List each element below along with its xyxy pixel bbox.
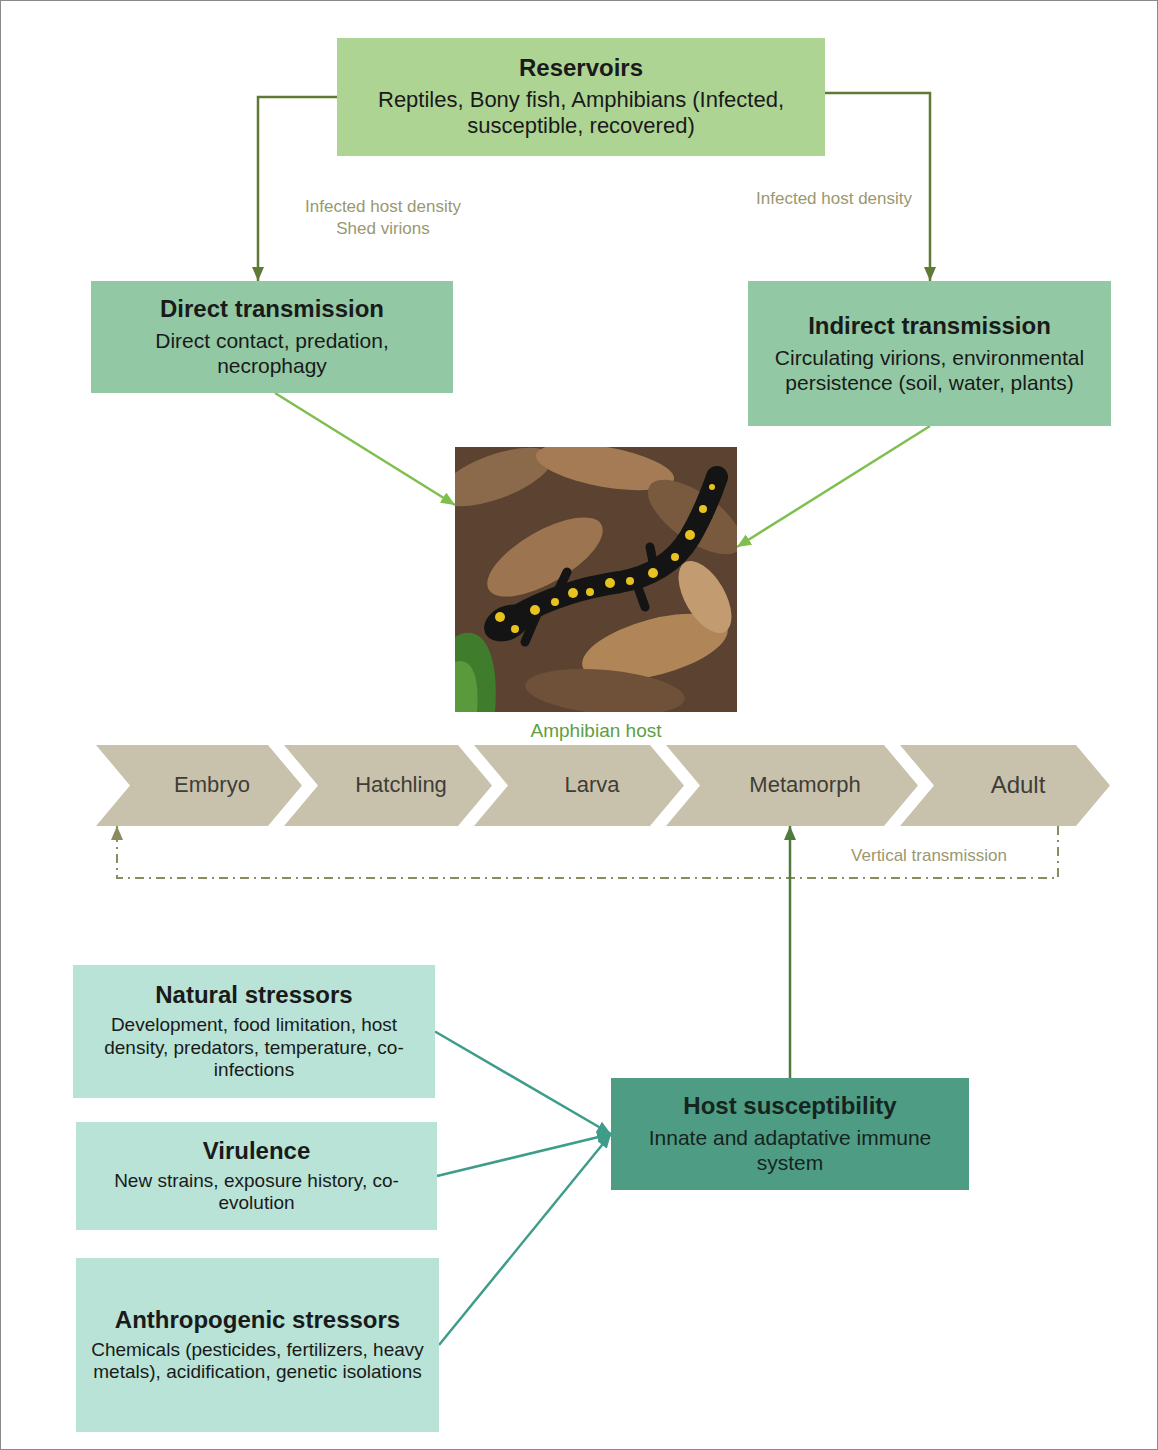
box-body: New strains, exposure history, co-evolut… [88, 1170, 425, 1216]
box-body: Reptiles, Bony fish, Amphibians (Infecte… [367, 87, 795, 140]
arrow-connector [435, 1032, 611, 1135]
box-heading: Anthropogenic stressors [115, 1306, 400, 1335]
stage-label: Larva [538, 772, 619, 798]
arrow-connector [439, 1134, 611, 1345]
dry-leaf [523, 663, 686, 712]
box-heading: Host susceptibility [683, 1092, 896, 1121]
life-stage-chevron: Embryo [96, 745, 302, 826]
edge-label: Vertical transmission [848, 845, 1010, 867]
box-body: Circulating virions, environmental persi… [762, 345, 1097, 395]
arrow-connector [258, 97, 337, 281]
edge-label: Infected host density [753, 188, 915, 210]
box-body: Innate and adaptative immune system [625, 1125, 955, 1175]
salamander-spots [495, 484, 715, 633]
life-stage-chevron: Hatchling [284, 745, 492, 826]
box-body: Direct contact, predation, necrophagy [105, 328, 439, 378]
stage-label: Metamorph [723, 772, 860, 798]
chevron-fill [474, 745, 684, 826]
box-heading: Natural stressors [155, 981, 352, 1010]
stage-label: Embryo [148, 772, 250, 798]
box-body: Development, food limitation, host densi… [85, 1014, 423, 1082]
life-stage-chevron: Metamorph [666, 745, 918, 826]
stressor-box: VirulenceNew strains, exposure history, … [76, 1122, 437, 1230]
green-leaf [455, 661, 478, 712]
life-stage-chevron: Larva [474, 745, 684, 826]
chevron-fill [900, 745, 1110, 826]
stage-label: Hatchling [329, 772, 447, 798]
salamander-legs [525, 547, 655, 642]
salamander-body [515, 477, 717, 617]
salamander-photo [455, 447, 737, 712]
arrow-connector [737, 426, 930, 547]
chevron-fill [284, 745, 492, 826]
box-heading: Indirect transmission [808, 312, 1051, 341]
arrow-connector [789, 826, 792, 1078]
host-label: Amphibian host [531, 720, 662, 743]
box-heading: Virulence [203, 1137, 311, 1166]
edge-label: Infected host density Shed virions [280, 196, 486, 240]
arrow-connector [437, 1134, 611, 1176]
arrow-connector [275, 393, 455, 505]
stressor-box: Natural stressorsDevelopment, food limit… [73, 965, 435, 1098]
box-heading: Reservoirs [519, 54, 643, 83]
transmission-box: Indirect transmissionCirculating virions… [748, 281, 1111, 426]
stressor-box: Anthropogenic stressorsChemicals (pestic… [76, 1258, 439, 1432]
transmission-box: Direct transmissionDirect contact, preda… [91, 281, 453, 393]
box-heading: Direct transmission [160, 295, 384, 324]
arrow-connector [825, 93, 930, 281]
host-photo-frame: Amphibian host [455, 447, 737, 743]
dashed-connector [117, 826, 1058, 878]
chevron-fill [96, 745, 302, 826]
green-leaf [455, 633, 496, 712]
reservoir-box: ReservoirsReptiles, Bony fish, Amphibian… [337, 38, 825, 156]
box-body: Chemicals (pesticides, fertilizers, heav… [88, 1339, 427, 1385]
chevron-fill [666, 745, 918, 826]
stage-label: Adult [965, 771, 1046, 800]
susceptibility-box: Host susceptibilityInnate and adaptative… [611, 1078, 969, 1190]
life-stage-chevron: Adult [900, 745, 1110, 826]
